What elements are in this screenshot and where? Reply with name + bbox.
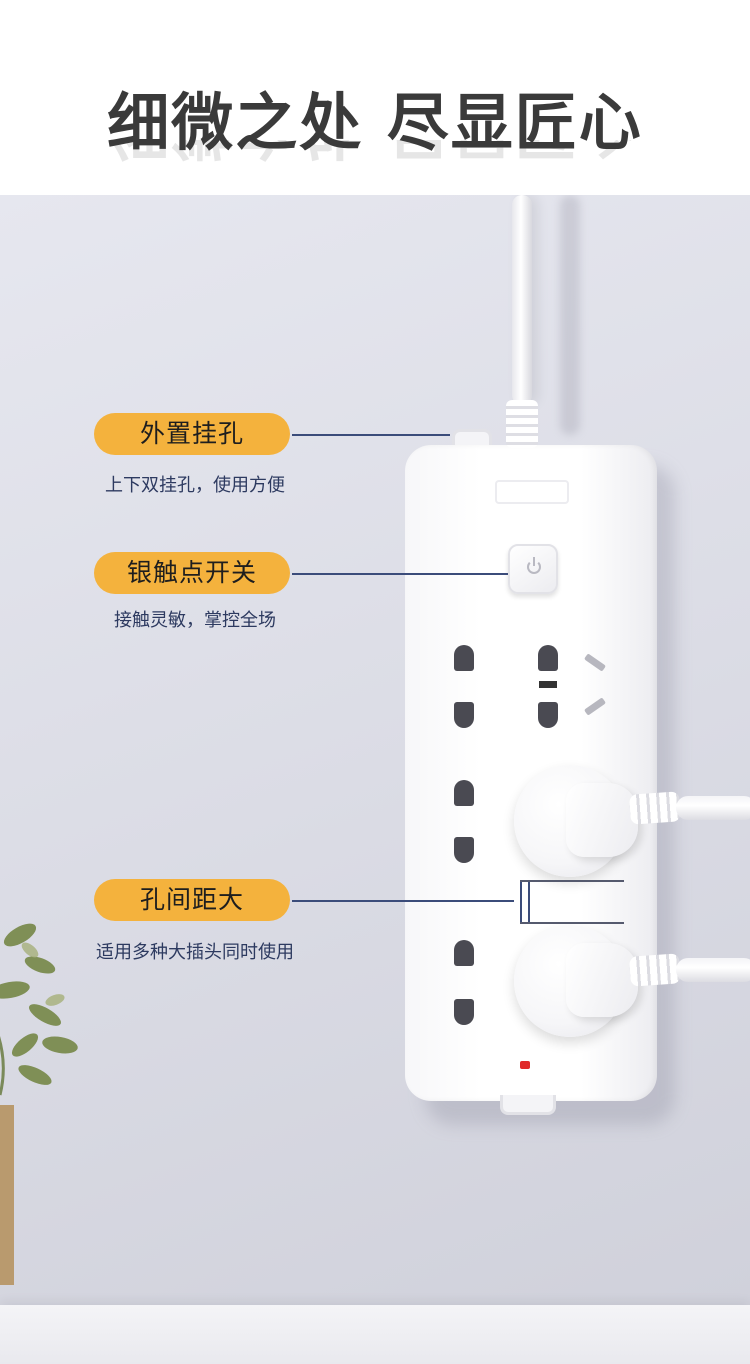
top-hanging-hole — [452, 429, 492, 447]
led-indicator-icon — [520, 1061, 530, 1069]
spacing-bracket — [528, 880, 530, 922]
cable-shadow — [560, 195, 580, 435]
socket-earth-slot — [539, 681, 557, 688]
callout-line-spacing — [292, 900, 514, 902]
socket-pin — [454, 940, 474, 966]
plant-decoration — [0, 923, 78, 1285]
socket-pin — [454, 999, 474, 1025]
socket-pin — [538, 702, 558, 728]
plug-strain-relief — [629, 791, 681, 825]
feature-desc-switch: 接触灵敏，掌控全场 — [114, 610, 276, 631]
plug-cable — [676, 958, 750, 982]
cable-strain-relief — [506, 400, 538, 448]
socket-pin — [538, 645, 558, 671]
callout-line-switch — [292, 573, 508, 575]
feature-desc-hanging-hole: 上下双挂孔，使用方便 — [105, 475, 285, 496]
brand-plate — [495, 480, 569, 504]
spacing-marker-top — [520, 880, 624, 882]
callout-line-hanging-hole — [292, 434, 450, 436]
bottom-hanging-hole — [500, 1095, 556, 1115]
plug-head — [566, 783, 638, 857]
header-banner: 细微之处 尽显匠心 细微之处 尽显匠心 — [0, 0, 750, 195]
shelf-surface — [0, 1305, 750, 1364]
page-title: 细微之处 尽显匠心 — [107, 86, 643, 159]
feature-desc-spacing: 适用多种大插头同时使用 — [96, 942, 294, 963]
spacing-bracket — [520, 880, 522, 922]
socket-pin — [454, 780, 474, 806]
power-icon — [527, 557, 541, 574]
page-title-reflection: 细微之处 尽显匠心 — [0, 140, 750, 180]
feature-label-switch: 银触点开关 — [94, 552, 290, 594]
socket-pin — [454, 645, 474, 671]
plug-strain-relief — [629, 953, 681, 987]
socket-pin — [454, 702, 474, 728]
socket-pin — [454, 837, 474, 863]
power-switch[interactable] — [508, 544, 558, 594]
plug-head — [566, 943, 638, 1017]
plug-cable — [676, 796, 750, 820]
power-cable — [512, 195, 532, 405]
product-scene — [0, 195, 750, 1364]
feature-label-spacing: 孔间距大 — [94, 879, 290, 921]
feature-label-hanging-hole: 外置挂孔 — [94, 413, 290, 455]
spacing-marker-bottom — [520, 922, 624, 924]
